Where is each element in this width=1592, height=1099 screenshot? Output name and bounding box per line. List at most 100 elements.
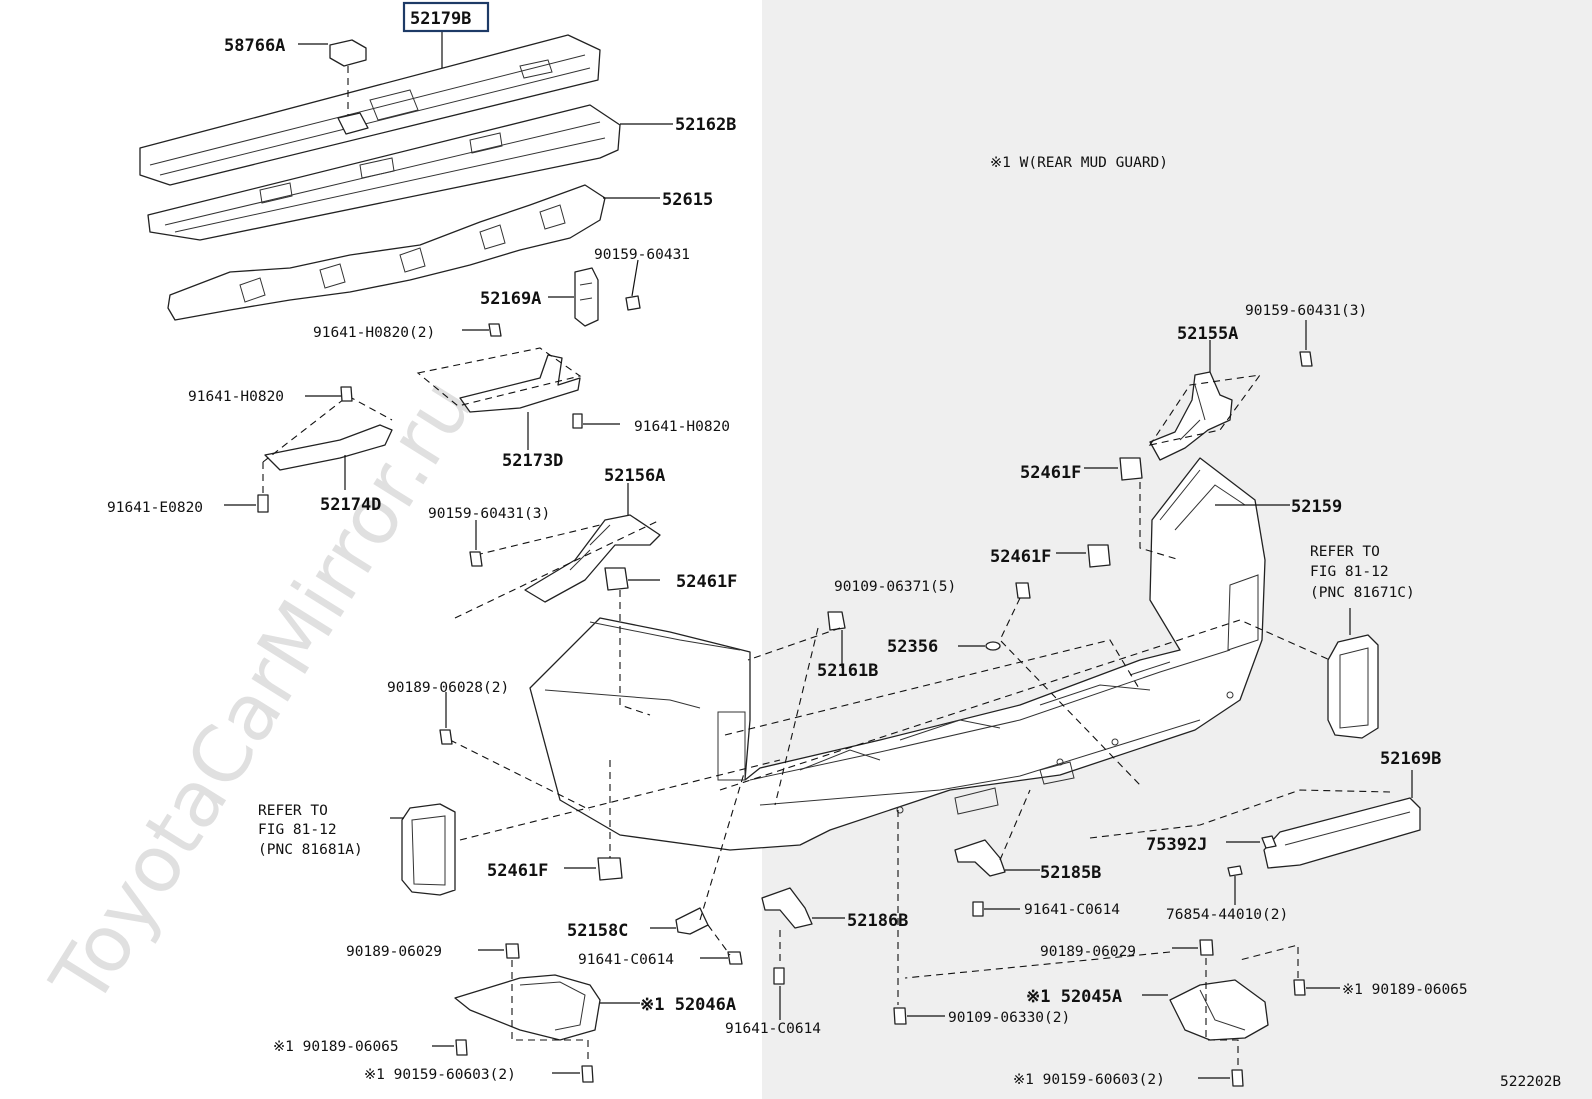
label-52156A[interactable]: 52156A bbox=[604, 466, 665, 486]
part-52169B-step-pad[interactable] bbox=[1263, 797, 1421, 869]
label-52186B[interactable]: 52186B bbox=[847, 911, 908, 931]
label-91641-C0614-a[interactable]: 91641-C0614 bbox=[1024, 902, 1120, 918]
bolt-90159-60431-3b[interactable] bbox=[1299, 351, 1313, 367]
label-90109-06330[interactable]: 90109-06330(2) bbox=[948, 1010, 1070, 1026]
part-52046A-mud-guard[interactable] bbox=[454, 974, 601, 1041]
label-90159-60603-b[interactable]: ※1 90159-60603(2) bbox=[1013, 1072, 1165, 1088]
label-90159-60431-3b[interactable]: 90159-60431(3) bbox=[1245, 303, 1367, 319]
label-52461F-c[interactable]: 52461F bbox=[990, 547, 1051, 567]
label-52174D[interactable]: 52174D bbox=[320, 495, 381, 515]
bolt-91641-H0820-2[interactable] bbox=[488, 323, 502, 337]
label-52169A[interactable]: 52169A bbox=[480, 289, 541, 309]
bolt-91641-E0820[interactable] bbox=[257, 494, 269, 513]
bolt-90189-06028[interactable] bbox=[439, 729, 453, 745]
washer-52356[interactable] bbox=[985, 641, 1001, 651]
label-91641-H0820-2[interactable]: 91641-H0820(2) bbox=[313, 325, 435, 341]
part-52158C-bracket[interactable] bbox=[675, 907, 709, 935]
refer-left-line-3: (PNC 81681A) bbox=[258, 842, 363, 858]
label-52169B[interactable]: 52169B bbox=[1380, 749, 1441, 769]
clip-76854-44010[interactable] bbox=[1227, 865, 1243, 877]
part-52461F-a[interactable] bbox=[604, 567, 629, 591]
part-52174D-bracket[interactable] bbox=[264, 424, 393, 471]
part-52185B-bracket[interactable] bbox=[954, 839, 1006, 877]
bolt-90109-06371[interactable] bbox=[1015, 582, 1031, 599]
part-52615-absorber[interactable] bbox=[167, 184, 606, 321]
part-52186B-bracket[interactable] bbox=[761, 887, 813, 929]
label-52161B[interactable]: 52161B bbox=[817, 661, 878, 681]
part-52461F-c[interactable] bbox=[1087, 544, 1111, 568]
label-91641-C0614-c[interactable]: 91641-C0614 bbox=[725, 1021, 821, 1037]
label-58766A[interactable]: 58766A bbox=[224, 36, 285, 56]
label-90189-06029-a[interactable]: 90189-06029 bbox=[346, 944, 442, 960]
label-52155A[interactable]: 52155A bbox=[1177, 324, 1238, 344]
label-90159-60603-a[interactable]: ※1 90159-60603(2) bbox=[364, 1067, 516, 1083]
label-52615[interactable]: 52615 bbox=[662, 190, 713, 210]
label-91641-C0614-b[interactable]: 91641-C0614 bbox=[578, 952, 674, 968]
bolt-91641-H0820-b[interactable] bbox=[572, 413, 583, 429]
label-52179B[interactable]: 52179B bbox=[410, 9, 471, 29]
bolt-90159-60431[interactable] bbox=[625, 295, 641, 311]
bolt-90189-06029-a[interactable] bbox=[505, 943, 520, 959]
part-52461F-d[interactable] bbox=[597, 857, 623, 881]
label-90189-06065-b[interactable]: ※1 90189-06065 bbox=[1342, 982, 1468, 998]
part-58766A-clip[interactable] bbox=[329, 39, 367, 67]
bolt-90109-06330[interactable] bbox=[893, 1007, 907, 1025]
part-52162B-reinforcement[interactable] bbox=[147, 104, 621, 241]
label-91641-H0820-a[interactable]: 91641-H0820 bbox=[188, 389, 284, 405]
refer-right-note[interactable]: REFER TO FIG 81-12 (PNC 81671C) bbox=[1310, 544, 1415, 601]
part-52155A-bracket[interactable] bbox=[1149, 371, 1233, 461]
label-52162B[interactable]: 52162B bbox=[675, 115, 736, 135]
leader-90159-60431 bbox=[631, 259, 639, 297]
bolt-90159-60603-b[interactable] bbox=[1231, 1069, 1244, 1087]
part-52461F-b[interactable] bbox=[1119, 457, 1143, 481]
label-90189-06028[interactable]: 90189-06028(2) bbox=[387, 680, 509, 696]
bolt-90189-06065-a[interactable] bbox=[455, 1039, 468, 1056]
bolt-90189-06065-b[interactable] bbox=[1293, 979, 1306, 996]
bolt-91641-C0614-b[interactable] bbox=[727, 951, 743, 965]
label-90159-60431-3a[interactable]: 90159-60431(3) bbox=[428, 506, 550, 522]
label-90189-06065-a[interactable]: ※1 90189-06065 bbox=[273, 1039, 399, 1055]
part-52045A-mud-guard[interactable] bbox=[1169, 979, 1269, 1041]
label-52045A[interactable]: ※1 52045A bbox=[1026, 987, 1122, 1007]
part-reflector-right[interactable] bbox=[1327, 634, 1379, 739]
label-52046A[interactable]: ※1 52046A bbox=[640, 995, 736, 1015]
label-90189-06029-b[interactable]: 90189-06029 bbox=[1040, 944, 1136, 960]
dash-refer-left bbox=[459, 759, 781, 841]
dash-52185B bbox=[904, 789, 1171, 979]
label-75392J[interactable]: 75392J bbox=[1146, 835, 1207, 855]
dash-retainer-upper bbox=[724, 639, 1141, 736]
clip-52161B[interactable] bbox=[827, 611, 846, 631]
refer-left-note[interactable]: REFER TO FIG 81-12 (PNC 81681A) bbox=[258, 803, 363, 858]
label-52159[interactable]: 52159 bbox=[1291, 497, 1342, 517]
bolt-91641-C0614-c[interactable] bbox=[773, 967, 785, 985]
part-reflector-left[interactable] bbox=[401, 803, 456, 896]
label-91641-H0820-b[interactable]: 91641-H0820 bbox=[634, 419, 730, 435]
bolt-90189-06029-b[interactable] bbox=[1199, 939, 1214, 956]
clip-75392J[interactable] bbox=[1261, 835, 1277, 849]
label-76854-44010[interactable]: 76854-44010(2) bbox=[1166, 907, 1288, 923]
bolt-90159-60431-3a[interactable] bbox=[469, 551, 483, 567]
label-90109-06371[interactable]: 90109-06371(5) bbox=[834, 579, 956, 595]
dash-52046A bbox=[511, 960, 589, 1064]
label-52461F-a[interactable]: 52461F bbox=[676, 572, 737, 592]
dash-52461F-b bbox=[1139, 482, 1181, 561]
label-52173D[interactable]: 52173D bbox=[502, 451, 563, 471]
dash-52461F-a bbox=[619, 590, 651, 716]
label-52356[interactable]: 52356 bbox=[887, 637, 938, 657]
dash-52156A bbox=[454, 519, 661, 619]
label-90159-60431[interactable]: 90159-60431 bbox=[594, 247, 690, 263]
label-52158C[interactable]: 52158C bbox=[567, 921, 628, 941]
bolt-90159-60603-a[interactable] bbox=[581, 1065, 594, 1083]
bolt-91641-H0820-a[interactable] bbox=[340, 386, 353, 402]
label-52185B[interactable]: 52185B bbox=[1040, 863, 1101, 883]
label-52461F-b[interactable]: 52461F bbox=[1020, 463, 1081, 483]
part-52156A-bracket[interactable] bbox=[524, 514, 661, 603]
part-52159-bumper-cover[interactable] bbox=[529, 457, 1266, 851]
part-52179B-step-pad[interactable] bbox=[139, 34, 601, 186]
bolt-91641-C0614-a[interactable] bbox=[972, 901, 984, 917]
part-52169A-bracket[interactable] bbox=[574, 267, 599, 327]
label-91641-E0820[interactable]: 91641-E0820 bbox=[107, 500, 203, 516]
refer-right-line-3: (PNC 81671C) bbox=[1310, 585, 1415, 601]
label-52461F-d[interactable]: 52461F bbox=[487, 861, 548, 881]
